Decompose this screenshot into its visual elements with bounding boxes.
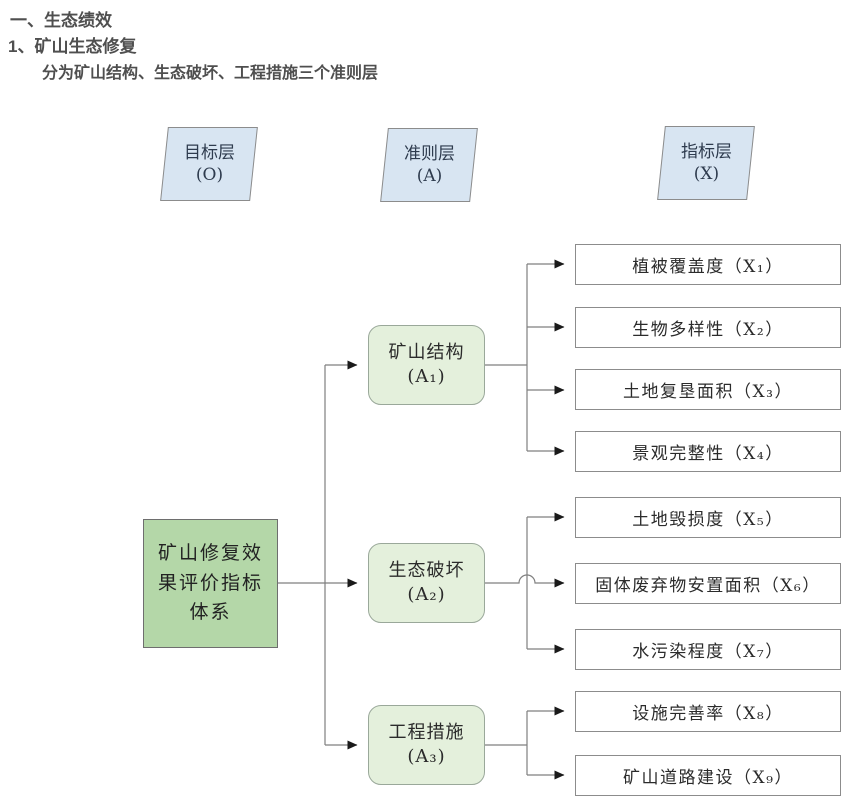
indicator-node-x9: 矿山道路建设（X₉） [575,755,841,796]
layer-header-label: 准则层 [403,143,455,164]
indicator-label: 生物多样性（X₂） [632,320,784,340]
indicator-node-x5: 土地毁损度（X₅） [575,497,841,538]
subsection-heading: 1、矿山生态修复 [8,37,137,56]
indicator-label: 土地复垦面积（X₃） [623,382,793,402]
indicator-node-x8: 设施完善率（X₈） [575,691,841,732]
layer-header-label: 目标层 [183,142,235,163]
criteria-label: 工程措施 [388,721,465,743]
indicator-node-x3: 土地复垦面积（X₃） [575,369,841,410]
description-text: 分为矿山结构、生态破坏、工程措施三个准则层 [42,65,379,82]
indicator-label: 水污染程度（X₇） [632,642,784,662]
indicator-label: 植被覆盖度（X₁） [632,257,784,277]
criteria-label: 生态破坏 [388,559,465,581]
layer-header-label: 指标层 [680,141,732,162]
indicator-node-x1: 植被覆盖度（X₁） [575,244,841,285]
indicator-label: 土地毁损度（X₅） [632,510,784,530]
indicator-node-x6: 固体废弃物安置面积（X₆） [575,563,841,604]
criteria-label: 矿山结构 [388,341,465,363]
criteria-node-a1: 矿山结构 (A₁) [368,325,485,405]
layer-header-indicator: 指标层 (X) [657,126,755,200]
layer-header-goal: 目标层 (O) [160,127,258,201]
indicator-node-x4: 景观完整性（X₄） [575,431,841,472]
indicator-label: 景观完整性（X₄） [632,444,784,464]
indicator-label: 矿山道路建设（X₉） [623,768,793,788]
layer-header-code: (O) [195,165,223,185]
criteria-node-a2: 生态破坏 (A₂) [368,543,485,623]
section-heading: 一、生态绩效 [10,11,112,30]
indicator-label: 设施完善率（X₈） [632,704,784,724]
layer-header-code: (A) [416,166,442,186]
goal-node-label: 矿山修复效果评价指标体系 [157,542,263,624]
criteria-code: (A₂) [407,584,446,605]
criteria-code: (A₃) [407,746,446,767]
indicator-node-x7: 水污染程度（X₇） [575,629,841,670]
indicator-node-x2: 生物多样性（X₂） [575,307,841,348]
layer-header-code: (X) [693,164,719,184]
indicator-label: 固体废弃物安置面积（X₆） [595,576,821,596]
criteria-node-a3: 工程措施 (A₃) [368,705,485,785]
layer-header-criteria: 准则层 (A) [380,128,478,202]
goal-node: 矿山修复效果评价指标体系 [143,519,278,648]
criteria-code: (A₁) [407,366,446,387]
